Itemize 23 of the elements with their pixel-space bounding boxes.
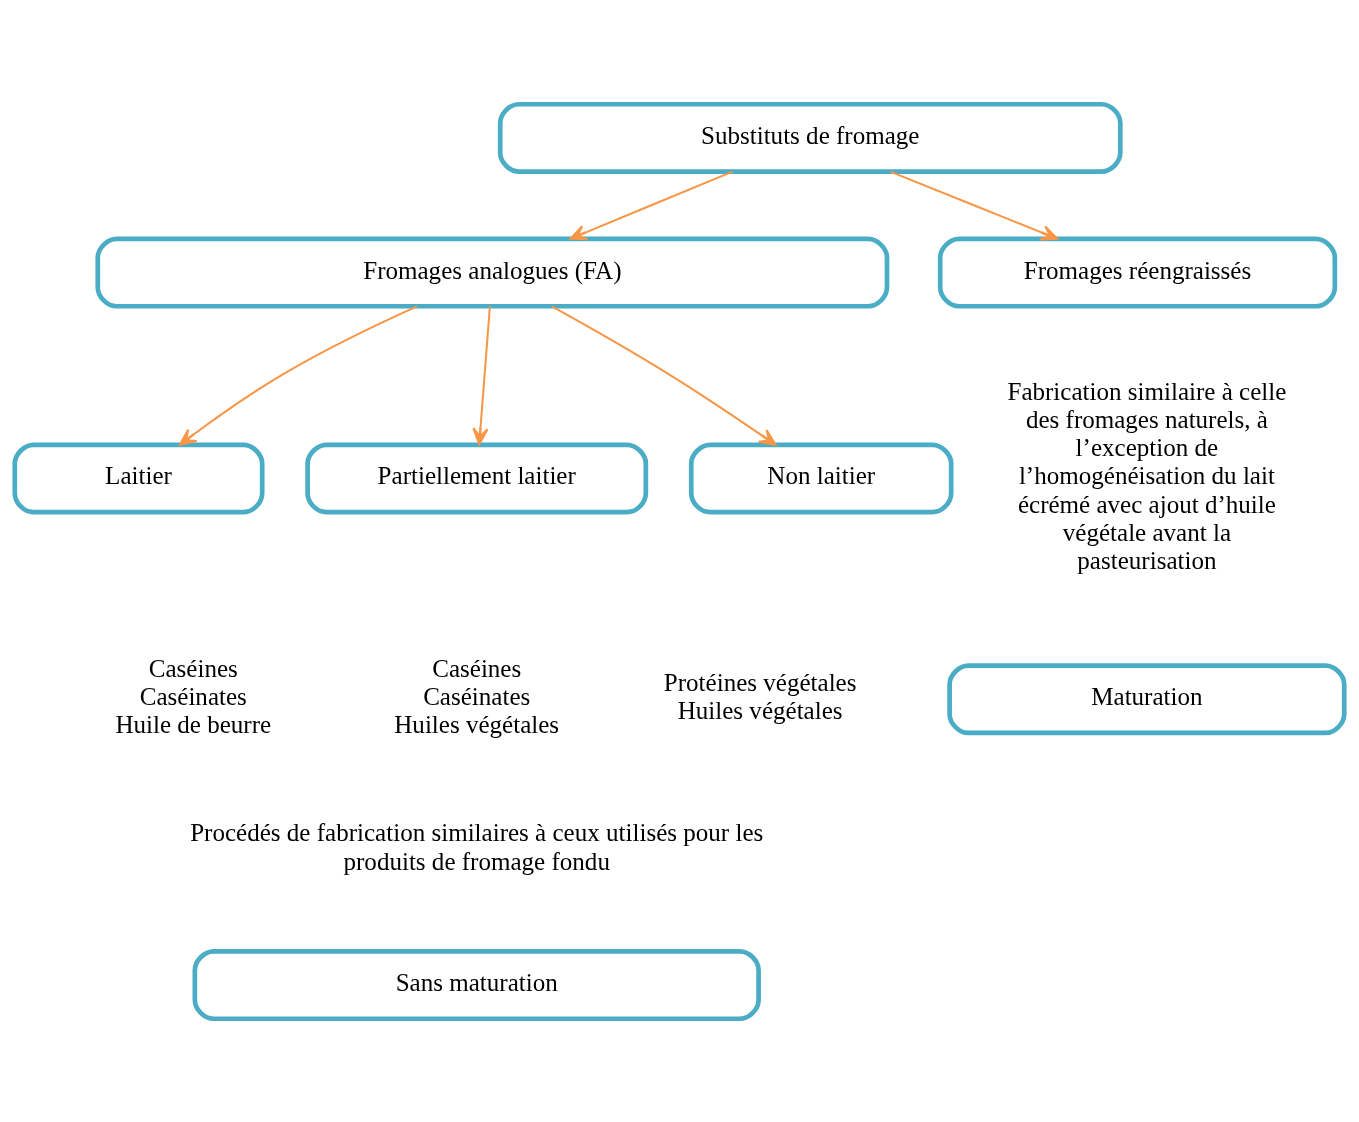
node-box: Fromages analogues (FA) [95, 236, 890, 309]
node-label: Protéines végétales [663, 668, 857, 696]
node-box: Fromages réengraissés [937, 236, 1338, 309]
node-label: Caséinates [139, 682, 247, 710]
node-label: Caséines [148, 654, 238, 682]
label: Procédés de fabrication similaires à ceux utilisés pour les produits de fromage fondu [190, 818, 764, 875]
label: Fabrication similaire à celle des fromages naturels, à l’exception de l’homogénéisation du lait écrémé avec ajout d’huile végétale avant la pasteurisation [1007, 377, 1287, 574]
node-box: Partiellement laitier [305, 442, 649, 514]
node-box: Maturation [947, 662, 1347, 735]
node-box: Laitier [12, 442, 265, 514]
arrow [178, 304, 418, 446]
node-label: Huile de beurre [115, 710, 272, 738]
arrow [889, 170, 1059, 240]
node-box: Non laitier [688, 442, 954, 514]
arrow [472, 305, 491, 445]
arrow [569, 170, 733, 240]
node-label: Caséinates [423, 682, 531, 710]
node-label: Huiles végétales [677, 696, 843, 724]
arrow [551, 305, 777, 446]
node-label: Caséines [432, 654, 522, 682]
node-box: Sans maturation [192, 948, 761, 1021]
node-label: Huiles végétales [394, 710, 560, 738]
node-box: Substituts de fromage [497, 101, 1123, 174]
